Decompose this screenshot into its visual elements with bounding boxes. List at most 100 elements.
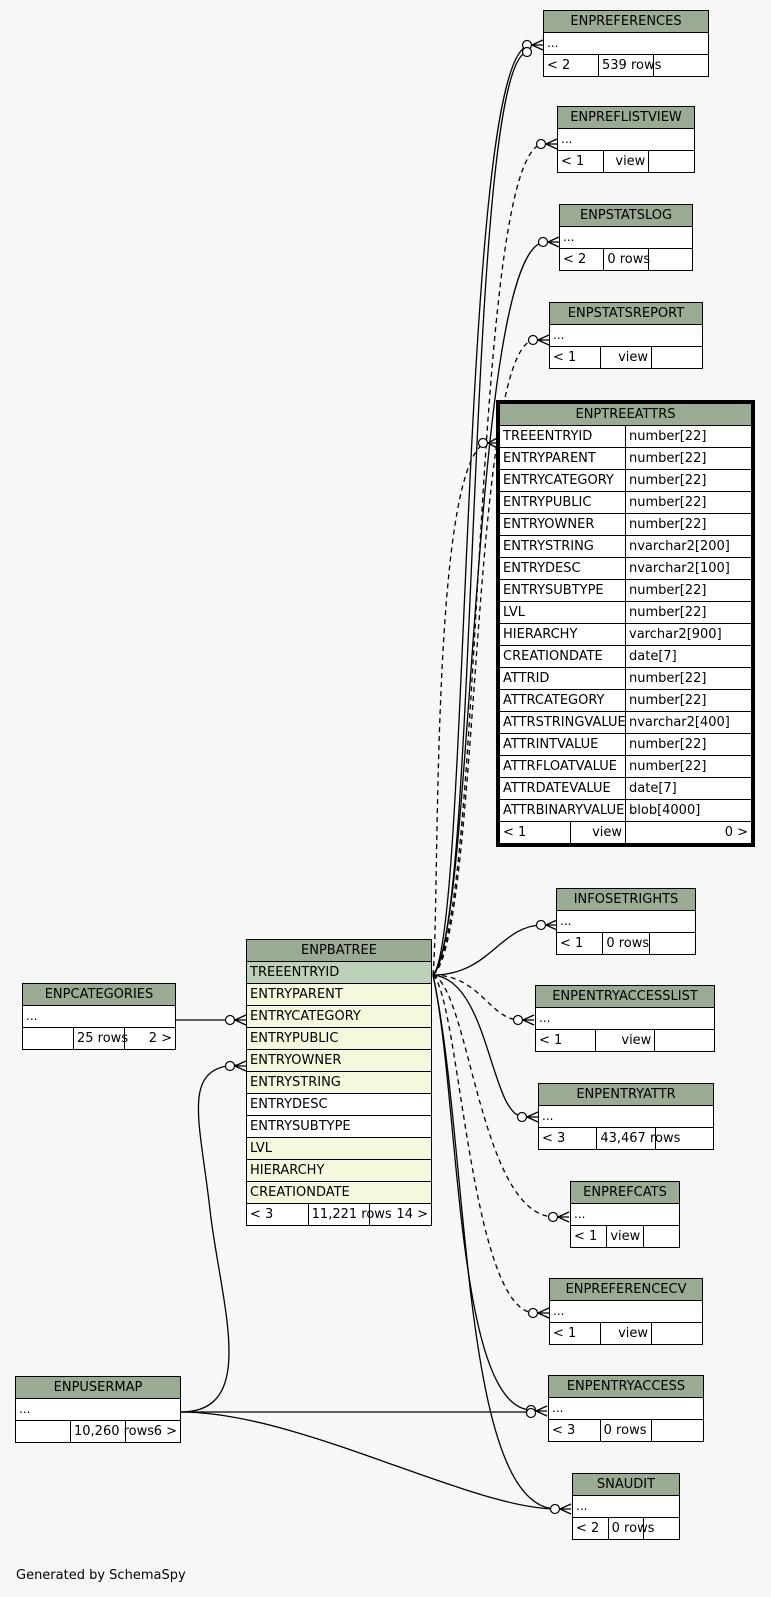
- table-title: ENPREFCATS: [570, 1181, 680, 1204]
- column-type: number[22]: [625, 469, 754, 492]
- children-count: [642, 1225, 681, 1248]
- column-row[interactable]: ENTRYPARENT: [246, 983, 432, 1006]
- column-type: number[22]: [625, 447, 754, 470]
- edge-enpstatsreport: [432, 339, 536, 976]
- ellipsis-row: ...: [548, 1397, 704, 1420]
- column-name: ATTRSTRINGVALUE: [497, 711, 626, 734]
- column-row[interactable]: ENTRYSUBTYPE: [246, 1115, 432, 1138]
- column-row[interactable]: TREEENTRYID: [246, 961, 432, 984]
- column-row[interactable]: ENTRYPUBLIC: [246, 1027, 432, 1050]
- table-title: ENPSTATSREPORT: [549, 302, 703, 325]
- column-name: TREEENTRYID: [246, 961, 432, 984]
- column-name: ENTRYPUBLIC: [246, 1027, 432, 1050]
- ellipsis-row: ...: [22, 1005, 176, 1028]
- column-name: CREATIONDATE: [497, 645, 626, 668]
- column-name: ENTRYCATEGORY: [246, 1005, 432, 1028]
- table-title: ENPUSERMAP: [15, 1376, 181, 1399]
- column-name: HIERARCHY: [246, 1159, 432, 1182]
- ellipsis-row: ...: [549, 1300, 703, 1323]
- column-row[interactable]: LVL: [246, 1137, 432, 1160]
- table-title: ENPBATREE: [246, 939, 432, 962]
- parents-count: < 1: [569, 1225, 608, 1248]
- column-row[interactable]: ENTRYSTRING: [246, 1071, 432, 1094]
- column-type: nvarchar2[100]: [625, 557, 754, 580]
- parents-count: < 3: [246, 1203, 309, 1226]
- edge-usermap-enpbatree: [180, 1064, 239, 1413]
- column-type: nvarchar2[400]: [625, 711, 754, 734]
- column-type: date[7]: [625, 777, 754, 800]
- column-type: number[22]: [625, 689, 754, 712]
- column-name: ENTRYSUBTYPE: [246, 1115, 432, 1138]
- column-row[interactable]: CREATIONDATE: [246, 1181, 432, 1204]
- column-type: number[22]: [625, 491, 754, 514]
- edge-infosetrights: [432, 924, 544, 976]
- children-count: [647, 248, 694, 271]
- column-name: ATTRBINARYVALUE: [497, 799, 626, 822]
- column-row[interactable]: ENTRYOWNER: [246, 1049, 432, 1072]
- edge-enpreferencecv: [432, 974, 536, 1314]
- row-count: 0 rows: [607, 1517, 654, 1540]
- children-count: [651, 1419, 704, 1442]
- column-row[interactable]: ENTRYDESC: [246, 1093, 432, 1116]
- ellipsis-row: ...: [535, 1007, 715, 1030]
- children-count: [654, 1029, 715, 1052]
- column-row[interactable]: ENTRYCATEGORY: [246, 1005, 432, 1028]
- row-count: 43,467 rows: [596, 1127, 680, 1150]
- row-count: view: [600, 1322, 652, 1345]
- table-title: SNAUDIT: [572, 1473, 680, 1496]
- ellipsis-row: ...: [543, 32, 709, 55]
- column-type: number[22]: [625, 425, 754, 448]
- column-name: LVL: [497, 601, 626, 624]
- column-name: ENTRYSTRING: [497, 535, 626, 558]
- column-name: ENTRYDESC: [497, 557, 626, 580]
- children-count: 2 >: [124, 1027, 176, 1050]
- children-count: [654, 1127, 715, 1150]
- parents-count: < 2: [543, 54, 599, 77]
- row-count: 0 rows: [602, 932, 650, 955]
- children-count: [648, 150, 695, 173]
- row-count: 0 rows: [599, 1419, 653, 1442]
- column-row[interactable]: HIERARCHY: [246, 1159, 432, 1182]
- parents-count: < 3: [548, 1419, 601, 1442]
- column-name: ENTRYOWNER: [246, 1049, 432, 1072]
- ellipsis-row: ...: [15, 1398, 181, 1421]
- column-name: ENTRYSUBTYPE: [497, 579, 626, 602]
- edge-enpentryattr: [432, 974, 525, 1118]
- table-title: ENPENTRYACCESSLIST: [535, 985, 715, 1008]
- table-title: ENPENTRYATTR: [538, 1083, 714, 1106]
